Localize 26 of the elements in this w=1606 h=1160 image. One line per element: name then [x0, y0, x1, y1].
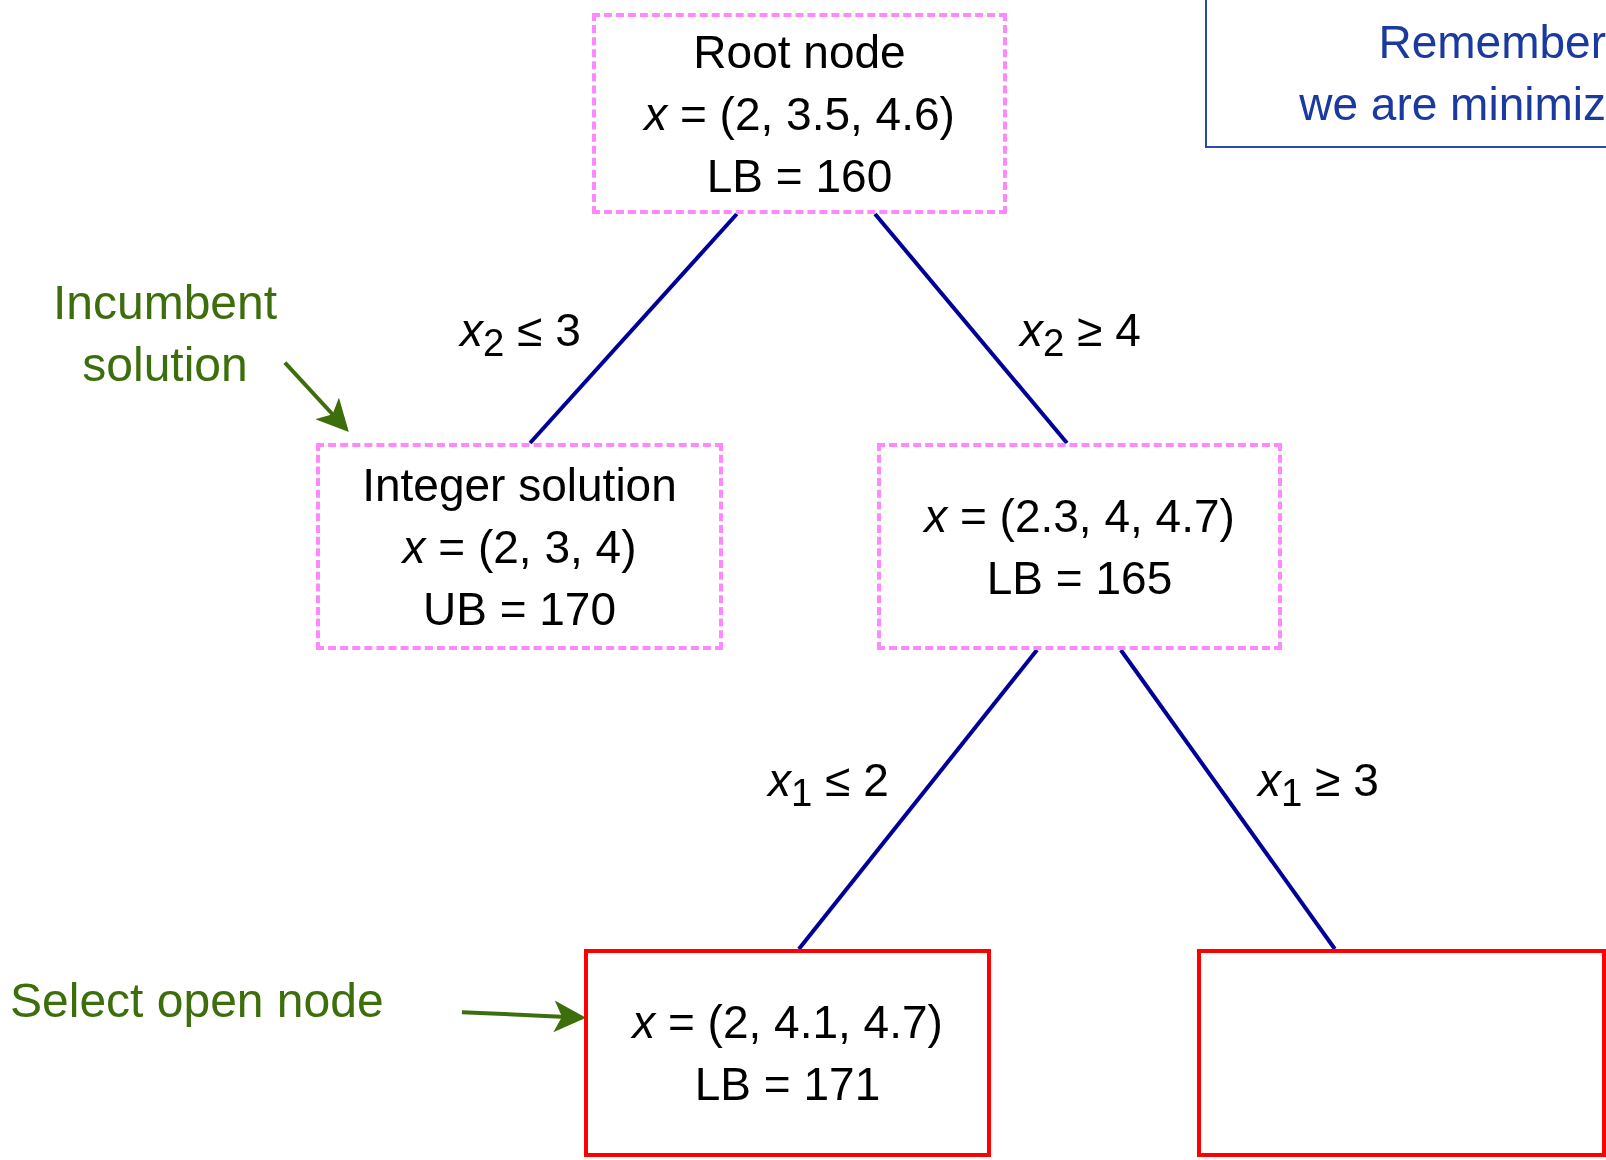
- branch-line: [528, 212, 739, 445]
- annotation-text: Incumbent solution: [30, 272, 300, 396]
- node-text: UB = 170: [422, 581, 617, 637]
- branch-line: [797, 648, 1039, 951]
- branch-line: [873, 212, 1069, 445]
- node-text: we are minimiz: [1299, 77, 1606, 132]
- branch-line: [1119, 648, 1337, 951]
- tree-node-box: [316, 443, 723, 650]
- node-text: LB = 171: [694, 1057, 881, 1112]
- note-box: [1205, 0, 1606, 148]
- node-text: LB = 165: [986, 550, 1173, 606]
- tree-node-box: [877, 443, 1282, 650]
- open-node-box: [584, 949, 991, 1157]
- arrow: [283, 361, 349, 432]
- arrow: [461, 1000, 586, 1033]
- annotation-text: Select open node: [10, 970, 430, 1032]
- node-text: x = (2, 3.5, 4.6): [644, 86, 955, 142]
- node-text: LB = 160: [706, 148, 893, 204]
- node-text: x = (2, 3, 4): [402, 519, 637, 575]
- open-node-box: [1197, 949, 1606, 1157]
- tree-node-box: [592, 13, 1007, 214]
- node-text: x = (2.3, 4, 4.7): [924, 488, 1235, 544]
- node-text: Root node: [693, 24, 906, 80]
- node-text: Integer solution: [362, 457, 677, 513]
- node-text: Remember: [1378, 15, 1606, 70]
- node-text: x = (2, 4.1, 4.7): [632, 995, 943, 1050]
